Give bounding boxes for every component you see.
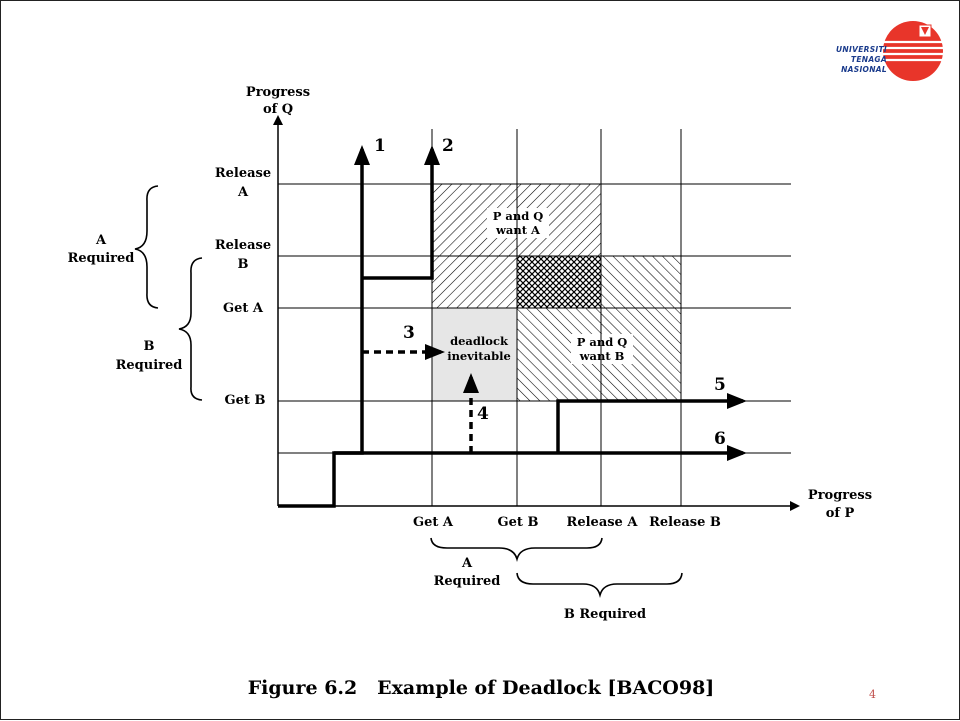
region-label-bg-a xyxy=(487,208,549,238)
x-axis-title-line2: of P xyxy=(826,506,855,521)
region-deadlock-line2: inevitable xyxy=(447,349,511,363)
path-label-3: 3 xyxy=(403,323,415,343)
y-axis-title-line2: of Q xyxy=(263,102,293,117)
path-label-5: 5 xyxy=(714,375,726,395)
brace-b-required-left-line2: Required xyxy=(116,358,183,373)
x-tick-get-b: Get B xyxy=(498,515,539,530)
path-label-6: 6 xyxy=(714,429,726,449)
brace-a-required-left-line1: A xyxy=(95,233,107,248)
path-2 xyxy=(362,145,440,280)
brace-a-required-bottom xyxy=(430,537,603,563)
path-5 xyxy=(556,393,747,453)
region-cross-hatch-fill xyxy=(516,255,602,309)
x-tick-release-a: Release A xyxy=(567,515,639,530)
figure-caption: Figure 6.2 Example of Deadlock [BACO98] xyxy=(247,677,715,699)
logo-line-3: NASIONAL xyxy=(841,65,887,74)
brace-a-required-left-line2: Required xyxy=(68,251,135,266)
logo-line-2: TENAGA xyxy=(850,55,887,64)
path-6 xyxy=(278,445,747,508)
x-axis-title-line1: Progress xyxy=(808,488,872,503)
university-logo: UNIVERSITI TENAGA NASIONAL xyxy=(809,17,943,85)
x-tick-release-b: Release B xyxy=(649,515,721,530)
y-tick-get-a: Get A xyxy=(223,301,264,316)
brace-a-required-bottom-line2: Required xyxy=(434,574,501,589)
y-tick-release-b-1: Release xyxy=(215,238,271,253)
brace-b-required-left-line1: B xyxy=(144,339,155,354)
region-p-q-want-b-line2: want B xyxy=(579,349,625,363)
page-number: 4 xyxy=(869,688,876,701)
brace-a-required-bottom-line1: A xyxy=(461,556,473,571)
y-tick-release-a-2: A xyxy=(237,185,249,200)
path-label-1: 1 xyxy=(374,136,386,156)
region-p-q-want-a-line2: want A xyxy=(495,223,541,237)
region-deadlock-line1: deadlock xyxy=(450,334,509,348)
region-p-q-want-a-line1: P and Q xyxy=(493,209,544,223)
y-axis-title-line1: Progress xyxy=(246,85,310,100)
brace-b-required-left xyxy=(178,257,203,401)
brace-b-required-bottom-label: B Required xyxy=(564,607,646,622)
logo-line-1: UNIVERSITI xyxy=(836,45,887,54)
logo-circle-icon xyxy=(883,21,943,81)
y-tick-release-b-2: B xyxy=(238,257,249,272)
brace-a-required-left xyxy=(134,185,159,309)
region-label-bg-b xyxy=(571,334,633,364)
x-tick-get-a: Get A xyxy=(413,515,454,530)
region-p-q-want-b-line1: P and Q xyxy=(577,335,628,349)
path-1 xyxy=(334,145,370,455)
brace-b-required-bottom xyxy=(516,572,683,599)
path-label-4: 4 xyxy=(477,404,489,424)
path-label-2: 2 xyxy=(442,136,454,156)
y-tick-get-b: Get B xyxy=(225,393,266,408)
y-tick-release-a-1: Release xyxy=(215,166,271,181)
